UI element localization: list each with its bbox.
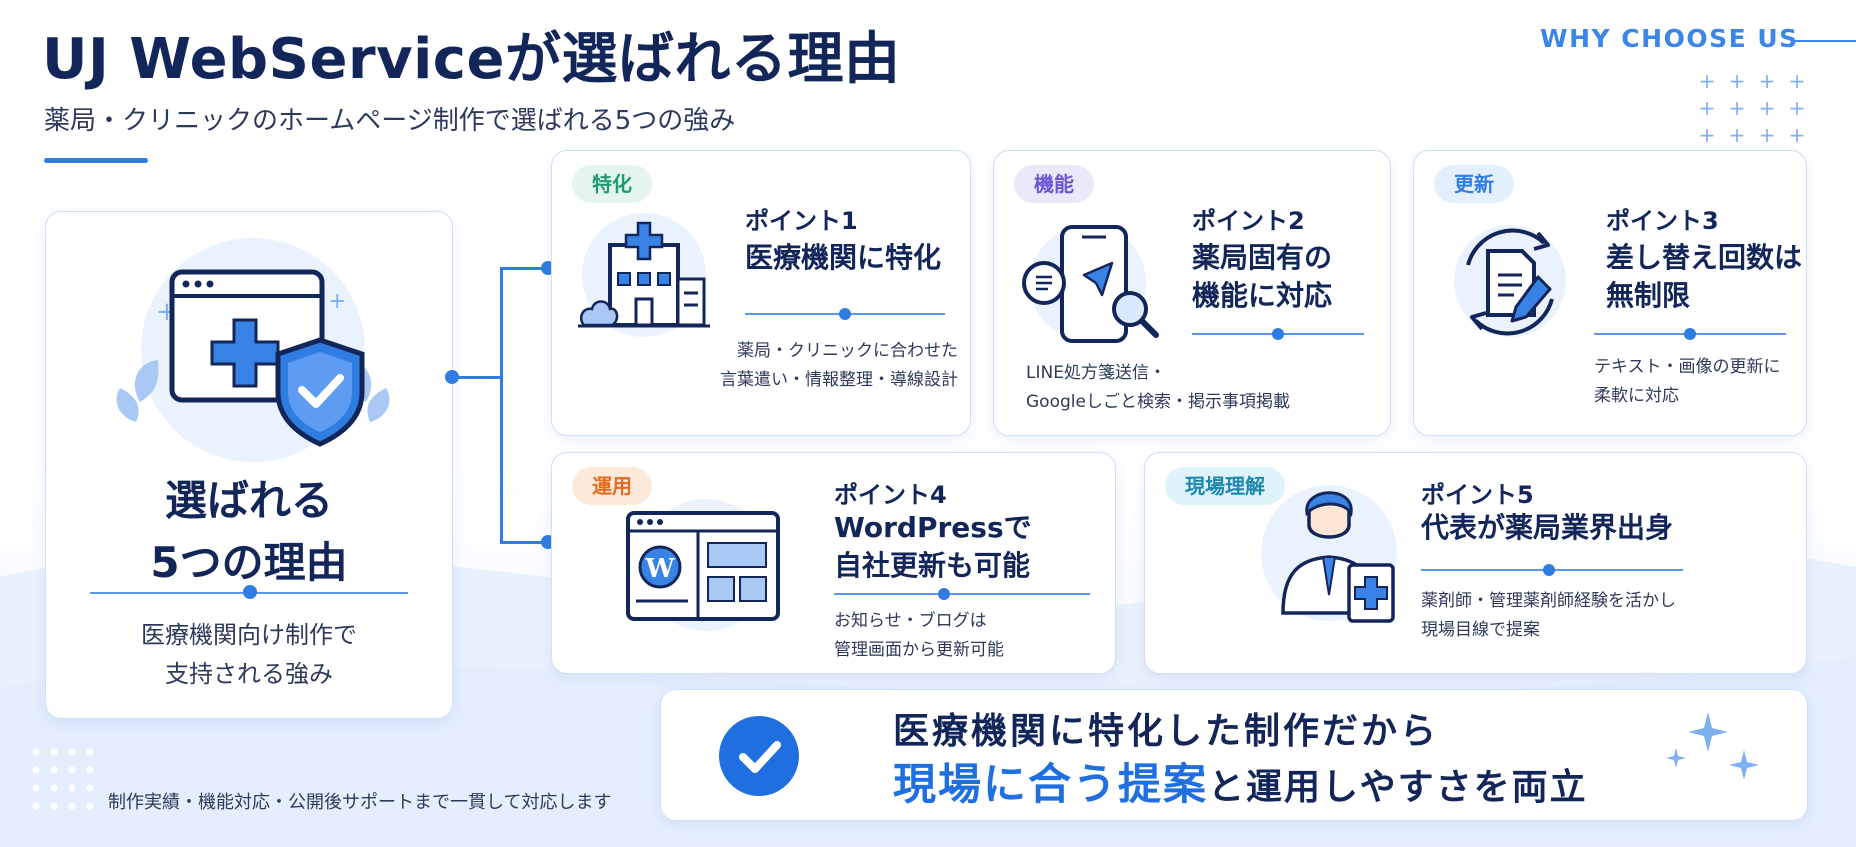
banner-line-1: 医療機関に特化した制作だから xyxy=(893,711,1440,752)
point-card-5: 現場理解 ポイント5 代表が薬局業界出身 薬剤師・管理薬剤師経験を活かし 現場目… xyxy=(1144,452,1807,674)
hospital-building-icon xyxy=(578,213,710,337)
point-label: ポイント1 xyxy=(745,207,858,235)
sparkle-icon xyxy=(1666,712,1759,780)
summary-description: 医療機関向け制作で 支持される強み xyxy=(141,621,357,688)
connector-dot-center xyxy=(445,370,459,384)
point-tag: 特化 xyxy=(572,165,652,203)
point-label: ポイント4 xyxy=(834,481,947,509)
medical-browser-shield-icon: + + xyxy=(116,238,390,462)
point-card-4: 運用 W ポイント4 WordPressで 自社更新も可能 お知らせ・ブログは … xyxy=(551,452,1116,674)
document-edit-cycle-icon xyxy=(1454,225,1566,337)
page-title: UJ WebServiceが選ばれる理由 xyxy=(42,27,901,92)
banner-line-2-rest: と運用しやすさを両立 xyxy=(1208,767,1588,808)
title-underline xyxy=(44,158,148,163)
point-divider-dot xyxy=(1684,328,1696,340)
connector-vertical xyxy=(500,268,503,544)
footer-note: 制作実績・機能対応・公開後サポートまで一貫して対応します xyxy=(108,792,612,813)
check-circle-icon xyxy=(719,716,799,796)
point-tag: 機能 xyxy=(1014,165,1094,203)
point-divider-dot xyxy=(1543,564,1555,576)
point-title: WordPressで 自社更新も可能 xyxy=(834,511,1032,582)
point-label: ポイント2 xyxy=(1192,207,1305,235)
point-description: LINE処方箋送信・ Googleしごと検索・掲示事項掲載 xyxy=(1026,363,1290,412)
point-tag: 現場理解 xyxy=(1165,467,1285,505)
point-title: 差し替え回数は 無制限 xyxy=(1606,241,1803,312)
point-description: テキスト・画像の更新に 柔軟に対応 xyxy=(1594,357,1781,406)
dot-pattern-decoration xyxy=(32,748,94,810)
svg-text:W: W xyxy=(644,554,675,584)
why-choose-us-label: WHY CHOOSE US xyxy=(1540,24,1799,53)
smartphone-icon xyxy=(1022,225,1159,343)
point-description: 薬剤師・管理薬剤師経験を活かし 現場目線で提案 xyxy=(1421,591,1676,640)
point-label: ポイント3 xyxy=(1606,207,1719,235)
point-divider xyxy=(834,593,1090,595)
point-card-2: 機能 ポイント2 薬局固有の 機能に対応 LINE処方箋送信・ Googleしご… xyxy=(993,150,1391,436)
svg-text:+: + xyxy=(328,289,346,314)
point-label: ポイント5 xyxy=(1421,481,1534,509)
point-tag: 運用 xyxy=(572,467,652,505)
connector-stem xyxy=(453,376,501,379)
point-title: 代表が薬局業界出身 xyxy=(1421,511,1674,544)
point-tag: 更新 xyxy=(1434,165,1514,203)
conclusion-banner: 医療機関に特化した制作だから 現場に合う提案と運用しやすさを両立 xyxy=(660,689,1808,821)
plus-pattern-decoration: ++++ ++++ ++++ xyxy=(1698,69,1806,147)
point-description: 薬局・クリニックに合わせた 言葉遣い・情報整理・導線設計 xyxy=(720,341,958,390)
summary-card: + + 選ばれる 5つの理由 医療機関向け制作で 支持される強み xyxy=(45,211,453,719)
banner-line-2: 現場に合う提案と運用しやすさを両立 xyxy=(893,750,1588,812)
point-divider-dot xyxy=(938,588,950,600)
page-subtitle: 薬局・クリニックのホームページ制作で選ばれる5つの強み xyxy=(44,106,736,136)
wordpress-admin-icon: W xyxy=(626,499,780,631)
point-title: 医療機関に特化 xyxy=(745,241,942,274)
pharmacist-icon xyxy=(1261,485,1397,623)
summary-divider-dot xyxy=(243,585,257,599)
point-card-1: 特化 ポイント1 医療機関に特化 薬局・クリニックに合わせた 言葉遣い・情報整理… xyxy=(551,150,971,436)
connector-branch-bottom xyxy=(500,541,548,544)
summary-title: 選ばれる 5つの理由 xyxy=(150,476,348,587)
banner-highlight: 現場に合う提案 xyxy=(893,760,1208,810)
point-divider-dot xyxy=(839,308,851,320)
point-title: 薬局固有の 機能に対応 xyxy=(1192,241,1333,312)
check-icon xyxy=(739,741,781,773)
point-description: お知らせ・ブログは 管理画面から更新可能 xyxy=(834,611,1004,660)
point-divider-dot xyxy=(1272,328,1284,340)
why-choose-us-line xyxy=(1794,40,1856,42)
connector-branch-top xyxy=(500,267,548,270)
point-card-3: 更新 ポイント3 差し替え回数は 無制限 テキスト・画像の更新に 柔軟に対応 xyxy=(1413,150,1807,436)
